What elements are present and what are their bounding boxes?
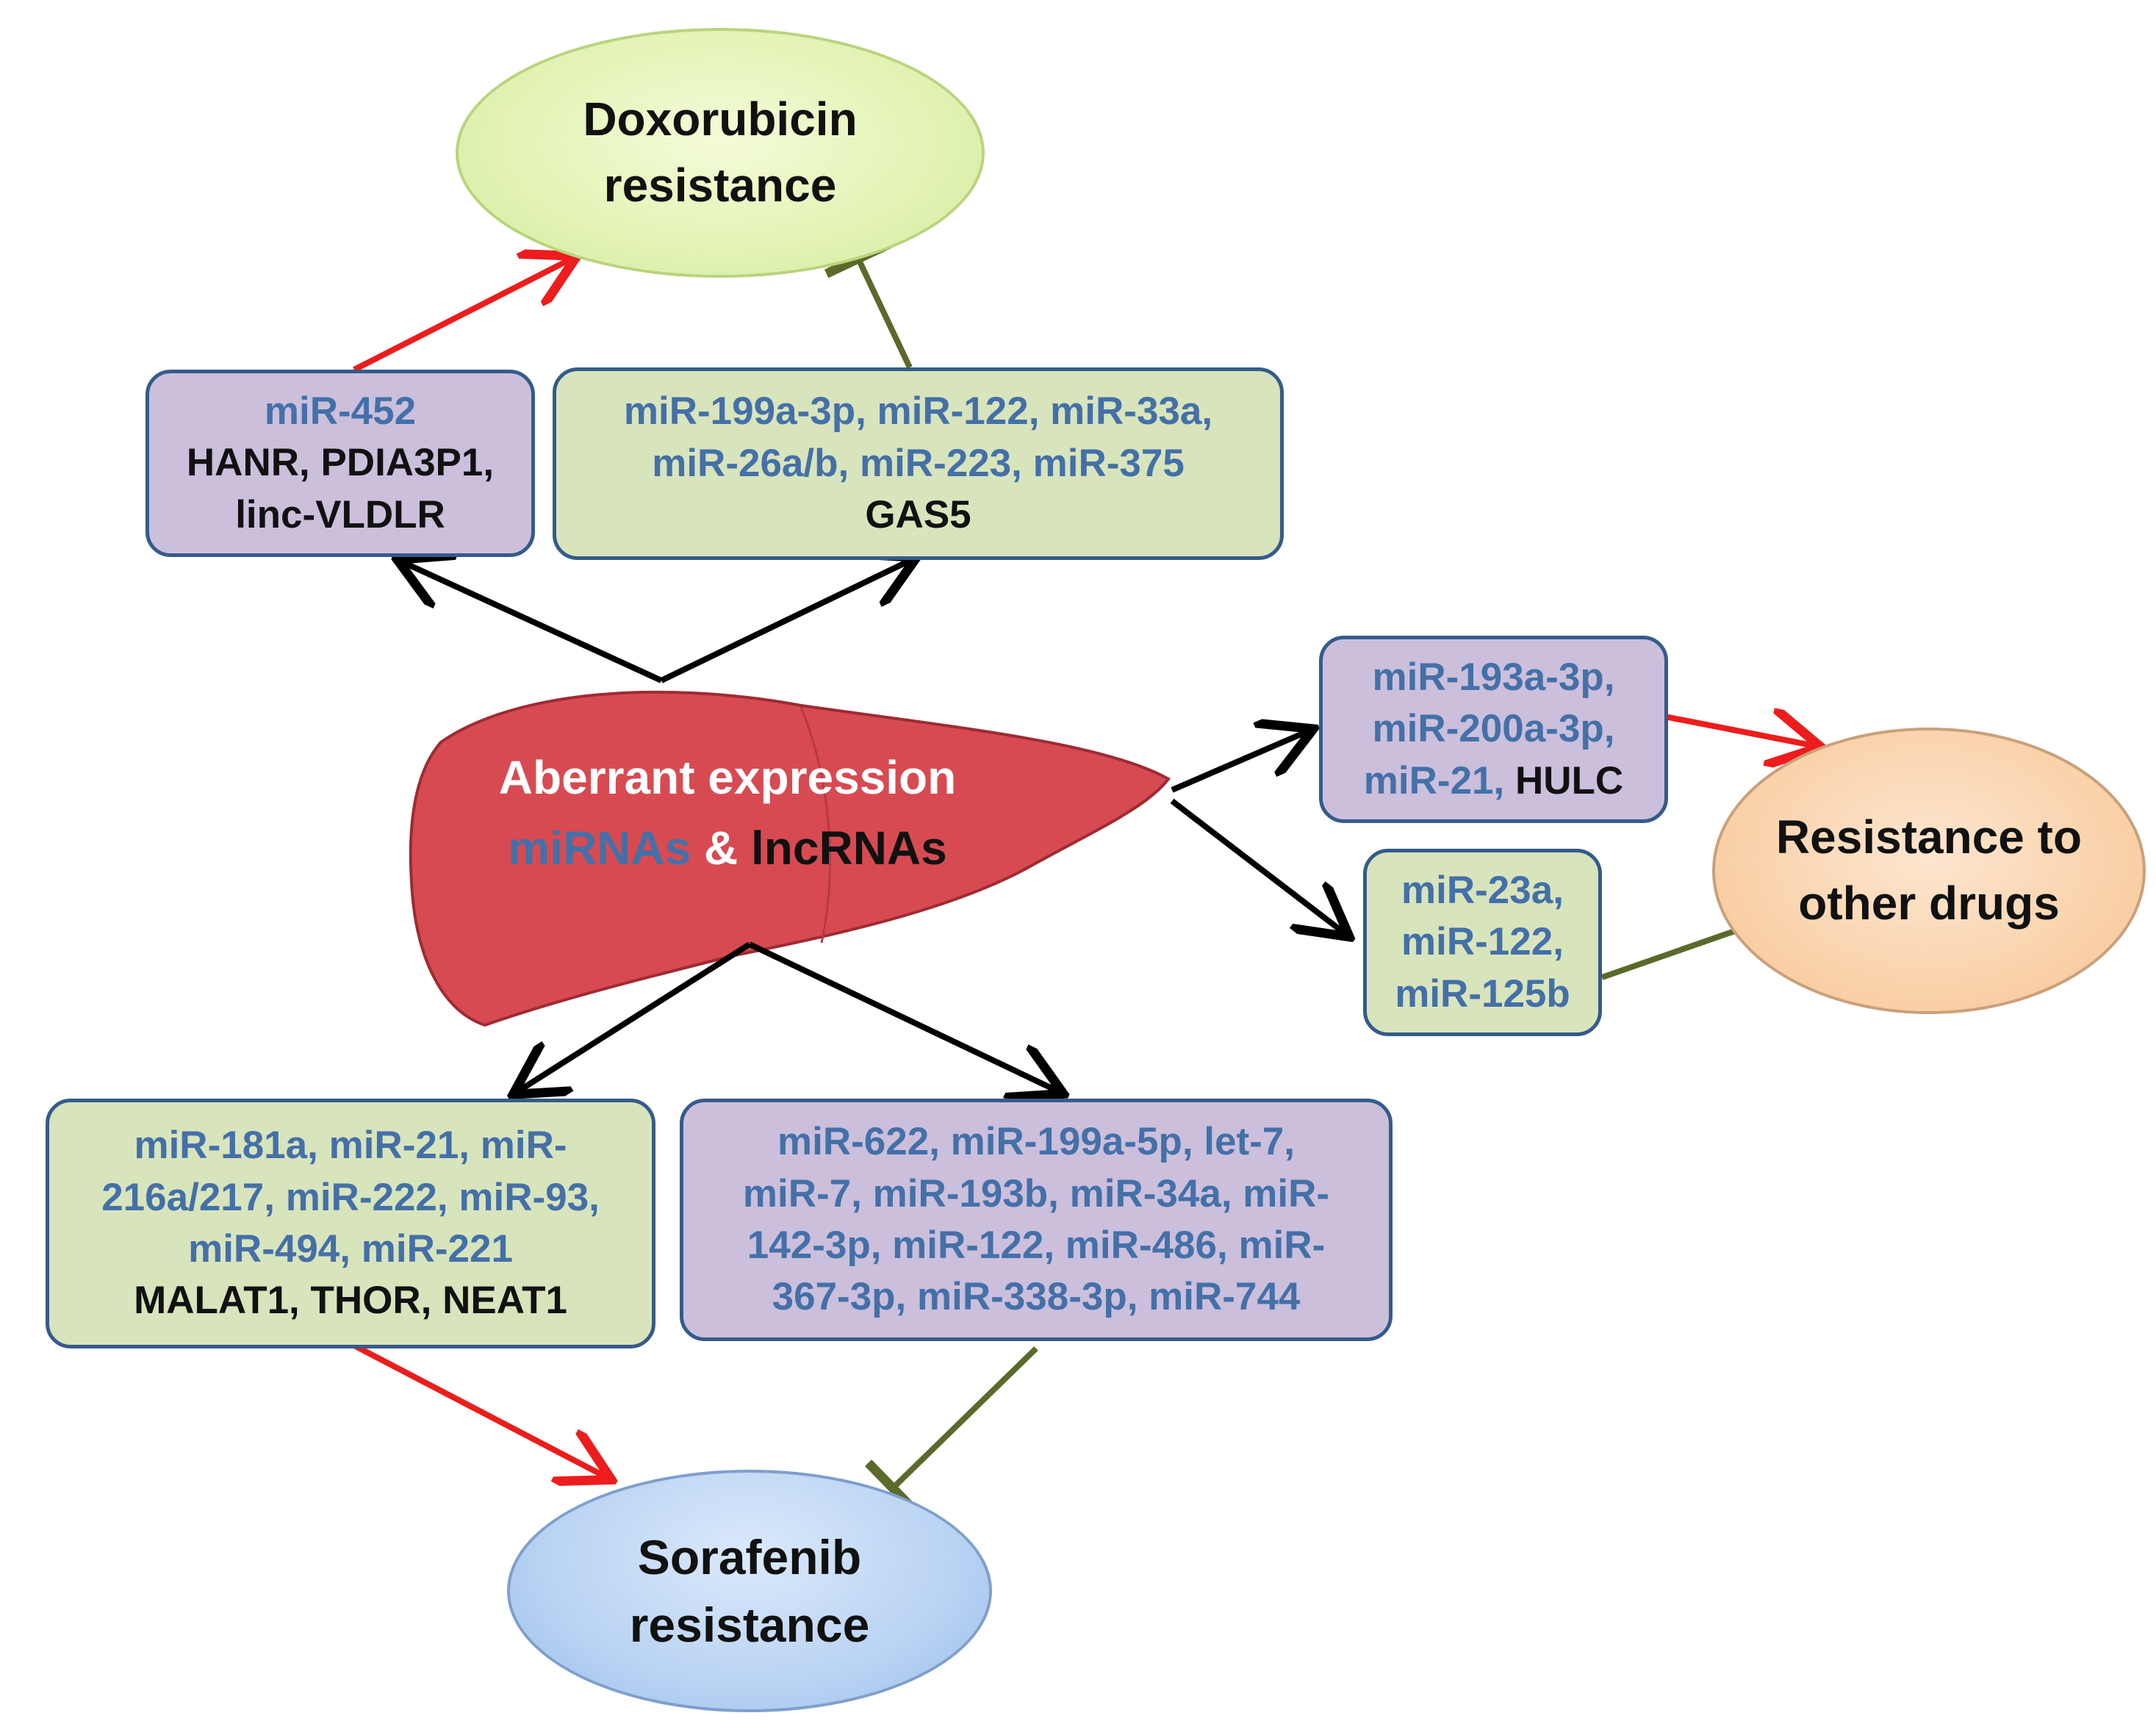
other-promote-line-3: miR-21, HULC [1364,755,1623,807]
sora-promote-lnc-line-1: MALAT1, THOR, NEAT1 [134,1279,567,1323]
doxo-inhibiting-rnas-box: miR-199a-3p, miR-122, miR-33a, miR-26a/b… [553,367,1284,560]
doxorubicin-label-line2: resistance [603,159,837,212]
sora-promote-mir-line-1: miR-181a, miR-21, miR- [134,1124,567,1168]
other-drugs-promoting-rnas-box: miR-193a-3p, miR-200a-3p, miR-21, HULC [1319,636,1668,823]
other-inhibit-mir-line-2: miR-122, [1401,920,1564,964]
other-inhibit-mir-line-1: miR-23a, [1401,868,1564,912]
doxo-inhibit-mir-line-2: miR-26a/b, miR-223, miR-375 [652,441,1185,485]
doxo-inhibit-mir-line-1: miR-199a-3p, miR-122, miR-33a, [623,389,1213,434]
promote-other-drugs-arrow [1664,716,1815,746]
other-inhibit-mir-line-3: miR-125b [1395,971,1570,1016]
inhibit-sorafenib-line [864,1346,1038,1517]
rna-types-label: miRNAs & lncRNAs [412,813,1043,883]
liver-shape [409,690,1171,1027]
other-promote-mir-line-2: miR-200a-3p, [1372,707,1615,751]
other-drugs-inhibiting-rnas-box: miR-23a, miR-122, miR-125b [1363,849,1602,1036]
other-drugs-label-line2: other drugs [1798,877,2060,930]
arrow-to-other-inhibit [1170,798,1345,933]
promote-doxorubicin-arrow [353,259,572,373]
lncrnas-label: lncRNAs [751,822,947,874]
center-label: Aberrant expression miRNAs & lncRNAs [412,742,1043,883]
inhibit-doxorubicin-line [824,239,913,369]
liver-lobe-line [799,706,831,944]
sorafenib-resistance-node: Sorafenib resistance [507,1470,992,1712]
other-drugs-resistance-node: Resistance to other drugs [1712,728,2146,1014]
arrow-to-doxo-inhibit [660,560,911,683]
sora-inhibit-mir-line-4: 367-3p, miR-338-3p, miR-744 [772,1275,1301,1319]
ampersand-label: & [704,822,739,874]
aberrant-expression-label: Aberrant expression [498,751,957,804]
other-promote-mir-21: miR-21, [1363,758,1515,802]
sorafenib-promoting-rnas-box: miR-181a, miR-21, miR- 216a/217, miR-222… [46,1099,655,1348]
arrow-to-sora-inhibit [748,941,1058,1091]
promote-sorafenib-arrow [351,1342,606,1477]
sorafenib-inhibiting-rnas-box: miR-622, miR-199a-5p, let-7, miR-7, miR-… [680,1099,1393,1341]
doxo-promote-lnc-line-1: HANR, PDIA3P1, [186,441,495,485]
arrow-to-doxo-promote [403,562,663,683]
other-promote-hulc: HULC [1514,758,1624,802]
sorafenib-label-line2: resistance [629,1598,870,1652]
other-drugs-label-line1: Resistance to [1775,811,2083,864]
doxo-promoting-rnas-box: miR-452 HANR, PDIA3P1, linc-VLDLR [145,370,535,557]
mirnas-label: miRNAs [508,822,691,874]
doxorubicin-label-line1: Doxorubicin [583,93,858,146]
doxo-inhibit-lnc-line-1: GAS5 [865,493,971,537]
sora-inhibit-mir-line-1: miR-622, miR-199a-5p, let-7, [777,1120,1295,1164]
other-promote-mir-line-1: miR-193a-3p, [1372,655,1615,699]
arrow-to-sora-promote [518,941,752,1091]
doxo-promote-mir-line-1: miR-452 [264,389,417,433]
arrow-to-other-promote [1171,731,1308,793]
doxo-promote-lnc-line-2: linc-VLDLR [235,492,445,536]
sora-inhibit-mir-line-2: miR-7, miR-193b, miR-34a, miR- [742,1171,1330,1215]
sora-promote-mir-line-2: 216a/217, miR-222, miR-93, [101,1175,600,1219]
sora-promote-mir-line-3: miR-494, miR-221 [188,1227,513,1271]
doxorubicin-resistance-node: Doxorubicin resistance [456,28,985,278]
sora-inhibit-mir-line-3: 142-3p, miR-122, miR-486, miR- [747,1224,1326,1267]
sorafenib-label-line1: Sorafenib [637,1529,862,1584]
